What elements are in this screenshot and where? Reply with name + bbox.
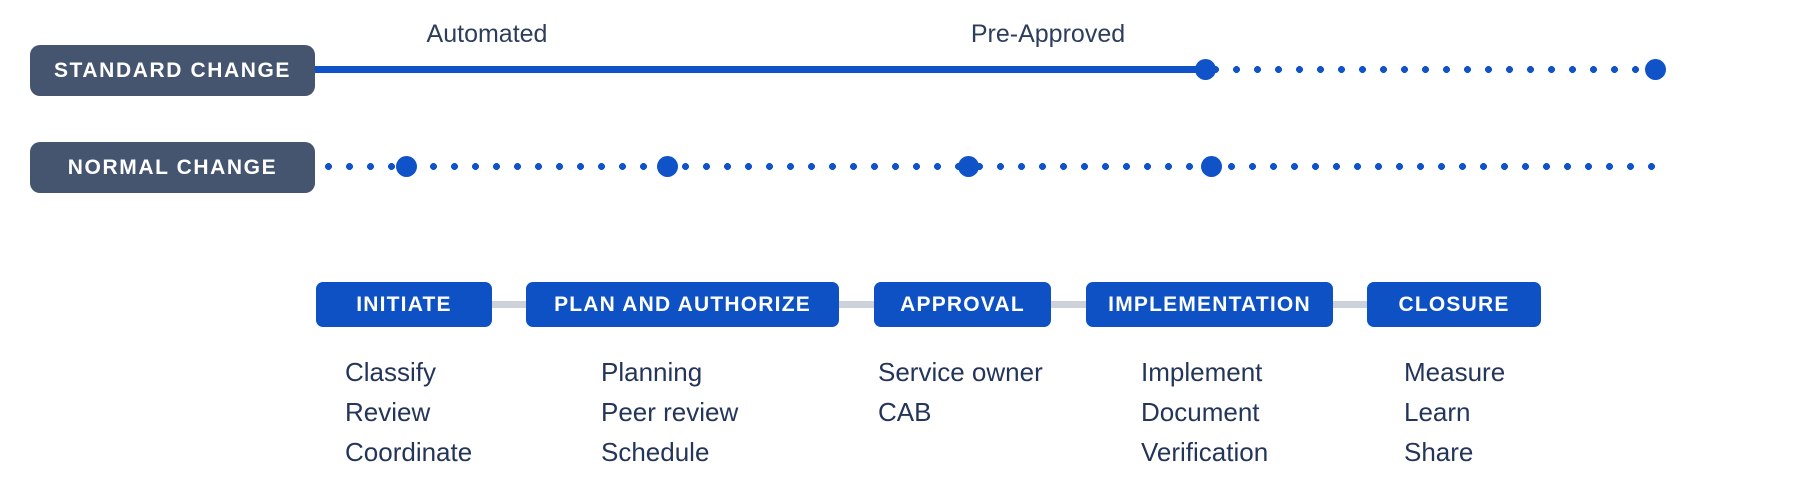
lane-track-normal-change xyxy=(315,154,1675,178)
stage-list-item: Learn xyxy=(1404,397,1471,427)
stage-list-item: Schedule xyxy=(601,437,710,467)
stage-list-item: Classify xyxy=(345,357,437,387)
lane-annotation-pre-approved: Pre-Approved xyxy=(970,20,1126,48)
stage-list-item: Planning xyxy=(601,357,703,387)
lane-node-dot[interactable] xyxy=(395,156,417,177)
stage-list-item: Service owner xyxy=(878,357,1043,387)
stage-connector xyxy=(1333,301,1367,308)
stage-connector xyxy=(839,301,874,308)
lane-annotation-automated: Automated xyxy=(426,20,548,48)
lane-node-dot[interactable] xyxy=(656,156,678,177)
stage-list-item: Share xyxy=(1404,437,1474,467)
stage-button-closure[interactable]: CLOSURE xyxy=(1367,282,1541,327)
stage-list-item: Document xyxy=(1141,397,1260,427)
lane-track-standard-change xyxy=(315,57,1675,81)
lane-node-dot[interactable] xyxy=(1644,59,1666,80)
stage-list-item: Implement xyxy=(1141,357,1263,387)
stage-list-item: Peer review xyxy=(601,397,739,427)
stage-connector xyxy=(1051,301,1086,308)
lane-node-dot[interactable] xyxy=(1194,59,1216,80)
stage-row: INITIATE PLAN AND AUTHORIZE APPROVAL IMPLEM… xyxy=(0,282,1798,327)
lane-node-dot[interactable] xyxy=(957,156,979,177)
stage-list-item: Verification xyxy=(1141,437,1269,467)
stage-button-implementation[interactable]: IMPLEMENTATION xyxy=(1086,282,1333,327)
lane-segment-solid xyxy=(315,66,1205,73)
stage-list-item: CAB xyxy=(878,397,932,427)
stage-list-item: Review xyxy=(345,397,431,427)
stage-list-item: Coordinate xyxy=(345,437,473,467)
stage-button-approval[interactable]: APPROVAL xyxy=(874,282,1051,327)
lane-label-normal-change: NORMAL CHANGE xyxy=(30,142,315,193)
stage-connector xyxy=(492,301,526,308)
stage-list-item: Measure xyxy=(1404,357,1506,387)
lane-segment-dotted xyxy=(1205,66,1655,73)
lane-node-dot[interactable] xyxy=(1200,156,1222,177)
lane-label-standard-change: STANDARD CHANGE xyxy=(30,45,315,96)
stage-button-initiate[interactable]: INITIATE xyxy=(316,282,492,327)
lane-segment-dotted xyxy=(318,163,1668,170)
stage-button-plan-and-authorize[interactable]: PLAN AND AUTHORIZE xyxy=(526,282,839,327)
